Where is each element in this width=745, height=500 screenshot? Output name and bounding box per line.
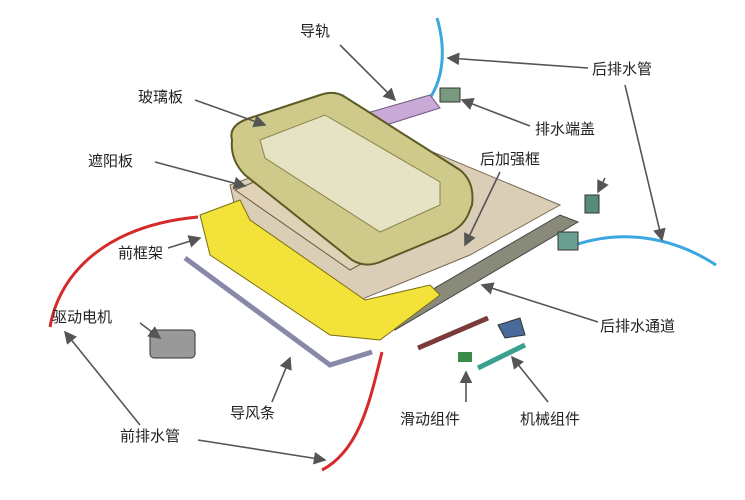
drive-motor bbox=[149, 329, 196, 359]
label-mechanical-assembly: 机械组件 bbox=[520, 410, 581, 428]
drain-end-cap-small bbox=[584, 194, 600, 214]
front-drain-pipe-left bbox=[48, 215, 199, 328]
label-sliding-assembly: 滑动组件 bbox=[400, 410, 461, 428]
label-drain-end-cap: 排水端盖 bbox=[535, 120, 596, 138]
front-drain-pipe-right bbox=[321, 351, 384, 472]
wind-deflector bbox=[183, 255, 373, 368]
drain-end-cap-top bbox=[439, 87, 461, 103]
front-frame bbox=[199, 199, 441, 341]
label-glass-panel: 玻璃板 bbox=[138, 88, 184, 106]
sliding-assembly bbox=[417, 315, 489, 351]
label-sunshade: 遮阳板 bbox=[88, 152, 134, 170]
mechanical-assembly-bracket bbox=[497, 317, 526, 339]
label-rear-drain-pipe: 后排水管 bbox=[592, 60, 653, 78]
label-rear-drain-channel: 后排水通道 bbox=[600, 317, 676, 335]
mechanical-assembly bbox=[476, 342, 527, 371]
label-guide-rail: 导轨 bbox=[300, 22, 331, 40]
label-front-frame: 前框架 bbox=[118, 244, 164, 262]
glass-inner-window bbox=[259, 114, 441, 233]
rear-drain-pipe-top bbox=[428, 17, 444, 99]
rear-drain-pipe-right bbox=[574, 235, 717, 267]
leader-arrows bbox=[63, 44, 666, 465]
label-rear-reinforcement-frame: 后加强框 bbox=[480, 150, 541, 168]
sliding-assembly-part bbox=[458, 352, 472, 362]
drain-end-cap-right bbox=[557, 231, 579, 251]
label-wind-deflector: 导风条 bbox=[230, 404, 276, 422]
label-front-drain-pipe: 前排水管 bbox=[120, 427, 181, 445]
label-drive-motor: 驱动电机 bbox=[52, 308, 113, 326]
